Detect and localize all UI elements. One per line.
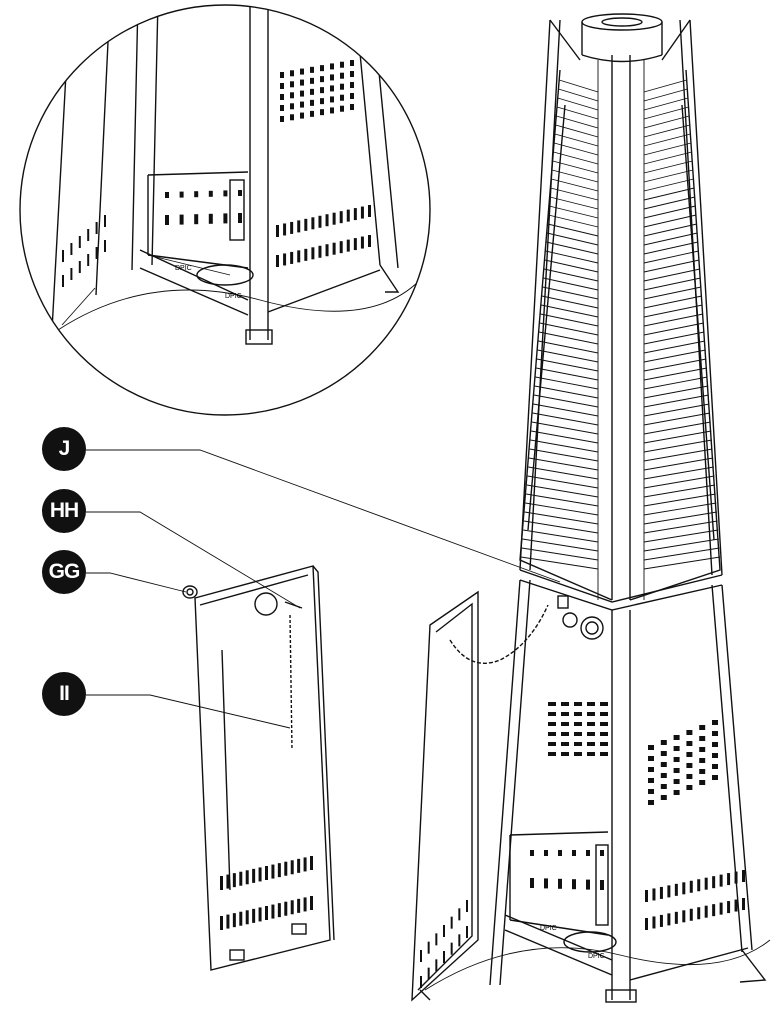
leader-lines: [86, 449, 561, 729]
callout-j: J: [42, 427, 86, 471]
callout-ii: II: [42, 672, 86, 716]
base-label-main-2: DPIC: [588, 953, 605, 960]
callout-hh: HH: [42, 489, 86, 533]
callout-gg: GG: [42, 550, 86, 594]
base-label-detail: DPIC: [175, 265, 192, 272]
detail-magnifier: DPIC DPIC: [19, 4, 431, 416]
base-label-detail-2: DPIC: [225, 293, 242, 300]
patio-heater-tower: DPIC DPIC: [424, 13, 771, 1003]
base-label-main: DPIC: [540, 925, 557, 932]
open-door-panel: [411, 590, 549, 1002]
detached-door-panel: [182, 565, 335, 971]
